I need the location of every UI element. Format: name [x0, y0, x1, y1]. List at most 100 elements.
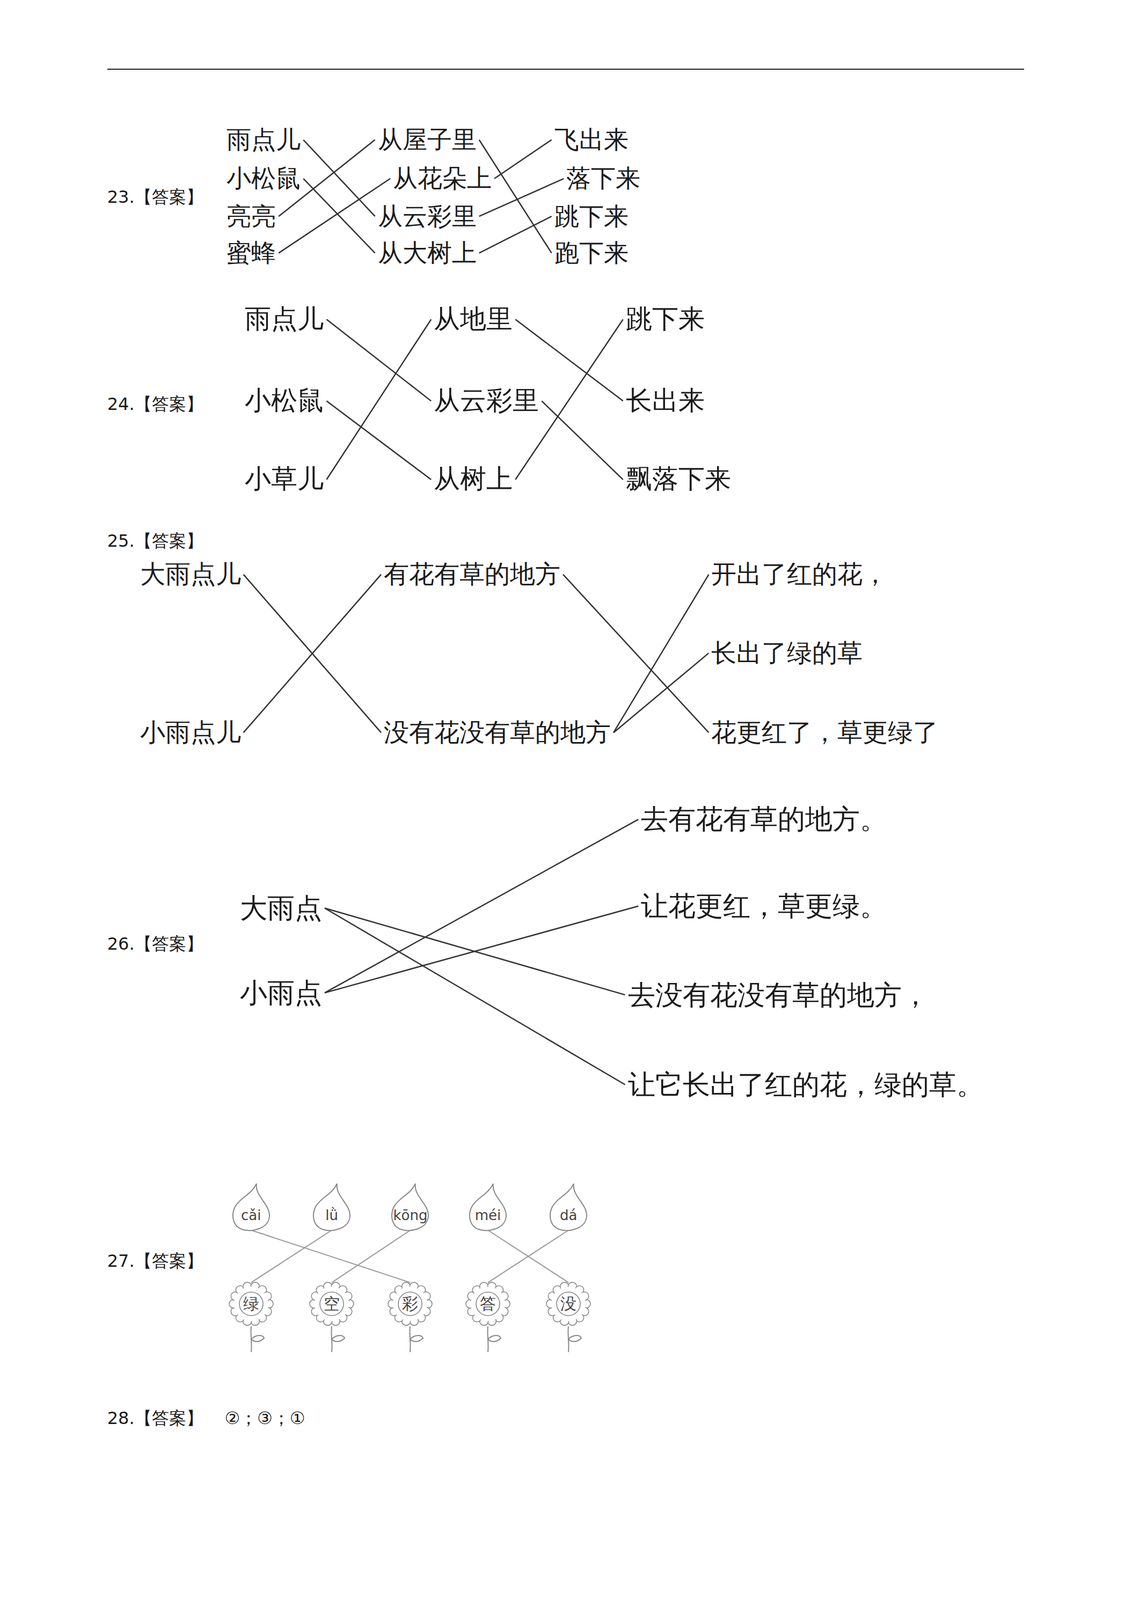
question-number: 27.【答案】	[107, 1251, 204, 1272]
phrase-text: 亮亮	[226, 201, 276, 232]
hanzi: 彩	[402, 1294, 419, 1314]
phrase-text: 从云彩里	[433, 385, 539, 418]
phrase-text: 跑下来	[554, 238, 629, 268]
match-line	[563, 574, 709, 734]
phrase-text: 花更红了，草更绿了	[711, 717, 939, 748]
raindrop-shape	[550, 1184, 587, 1231]
hanzi: 空	[323, 1294, 340, 1314]
match-line	[613, 574, 709, 734]
flower-center-fill	[234, 1287, 269, 1322]
raindrop-shape	[313, 1184, 350, 1231]
phrase-text: 去没有花没有草的地方，	[627, 979, 930, 1012]
pinyin-raindrop: kōng	[388, 1182, 432, 1233]
dashed-match-line	[331, 1230, 411, 1284]
phrase: 从云彩里	[433, 385, 539, 418]
phrase: 小松鼠	[226, 163, 301, 194]
match-line	[324, 908, 626, 1086]
pinyin: dá	[559, 1207, 578, 1233]
phrase-text: 小松鼠	[244, 385, 324, 418]
character-flower: 空	[309, 1281, 355, 1327]
phrase-text: 跳下来	[625, 303, 705, 336]
answer-text: ②；③；①	[224, 1408, 305, 1429]
phrase: 去没有花没有草的地方，	[627, 979, 930, 1012]
phrase: 从屋子里	[377, 125, 477, 155]
phrase: 从树上	[433, 463, 513, 496]
flower-leaf	[331, 1335, 345, 1342]
raindrop-shape	[391, 1184, 429, 1231]
phrase: 花更红了，草更绿了	[711, 717, 939, 748]
phrase: 小雨点儿	[140, 717, 241, 748]
phrase: 落下来	[566, 163, 641, 194]
pinyin: kōng	[393, 1207, 428, 1233]
pinyin: méi	[475, 1207, 502, 1233]
match-line	[613, 653, 709, 733]
phrase: 让它长出了红的花，绿的草。	[627, 1068, 984, 1102]
phrase-text: 从树上	[433, 463, 513, 496]
phrase: 雨点儿	[244, 303, 324, 336]
flower-leaf	[568, 1335, 582, 1342]
flower-center-fill	[314, 1287, 349, 1322]
phrase: 飘落下来	[625, 463, 732, 496]
phrase-text: 从云彩里	[377, 201, 477, 232]
match-line	[479, 140, 552, 254]
phrase: 小松鼠	[244, 385, 324, 418]
phrase: 亮亮	[226, 201, 276, 232]
flower-leaf	[487, 1335, 501, 1342]
phrase-text: 从大树上	[377, 238, 477, 268]
phrase: 有花有草的地方	[383, 559, 561, 590]
hanzi: 答	[479, 1294, 496, 1314]
question-number: 25.【答案】	[107, 530, 204, 552]
match-line	[324, 819, 639, 993]
phrase: 大雨点儿	[140, 559, 241, 590]
pinyin-raindrop: cǎi	[229, 1182, 273, 1233]
match-line	[303, 140, 375, 217]
phrase: 从地里	[433, 303, 513, 336]
phrase-text: 小雨点儿	[140, 717, 241, 748]
phrase-text: 雨点儿	[226, 125, 301, 155]
phrase-text: 去有花有草的地方。	[640, 802, 888, 836]
dashed-match-line	[487, 1230, 569, 1284]
phrase-text: 开出了红的花，	[711, 559, 888, 590]
dashed-match-line	[487, 1230, 569, 1284]
question-number: 23.【答案】	[107, 186, 204, 208]
question-number: 26.【答案】	[107, 933, 204, 955]
phrase: 长出了绿的草	[711, 638, 863, 669]
flower-center	[476, 1292, 500, 1317]
pinyin-raindrop: dá	[546, 1182, 590, 1233]
flower-center	[239, 1292, 264, 1317]
match-line	[243, 574, 382, 734]
pinyin: cǎi	[240, 1207, 261, 1233]
phrase: 跳下来	[554, 201, 629, 232]
raindrop-shape	[232, 1184, 270, 1231]
phrase-text: 大雨点儿	[140, 559, 241, 590]
phrase-text: 雨点儿	[244, 303, 324, 336]
phrase-text: 大雨点	[239, 892, 323, 925]
match-line	[324, 906, 639, 994]
phrase: 小草儿	[244, 463, 324, 496]
phrase: 雨点儿	[226, 125, 301, 155]
phrase-text: 从地里	[433, 303, 513, 336]
phrase-text: 跳下来	[554, 201, 629, 232]
flower-center	[398, 1292, 422, 1317]
match-line	[541, 400, 624, 480]
character-flower: 答	[465, 1281, 511, 1327]
hanzi: 绿	[243, 1294, 260, 1314]
match-line	[479, 216, 552, 253]
phrase: 从大树上	[377, 238, 477, 268]
pinyin-raindrop: lǜ	[310, 1182, 354, 1233]
phrase-text: 蜜蜂	[226, 238, 276, 268]
dashed-match-line	[251, 1230, 411, 1284]
match-line	[479, 178, 565, 217]
phrase: 跳下来	[625, 303, 705, 336]
character-flower: 彩	[387, 1281, 433, 1327]
phrase-text: 飞出来	[554, 125, 629, 155]
flower-center	[319, 1292, 344, 1317]
phrase: 去有花有草的地方。	[640, 802, 888, 836]
phrase-text: 长出来	[625, 385, 705, 418]
flower-center-fill	[392, 1287, 428, 1322]
phrase-text: 从屋子里	[377, 125, 477, 155]
phrase-text: 落下来	[566, 163, 641, 194]
match-line	[303, 178, 375, 254]
phrase-text: 没有花没有草的地方	[383, 717, 611, 748]
